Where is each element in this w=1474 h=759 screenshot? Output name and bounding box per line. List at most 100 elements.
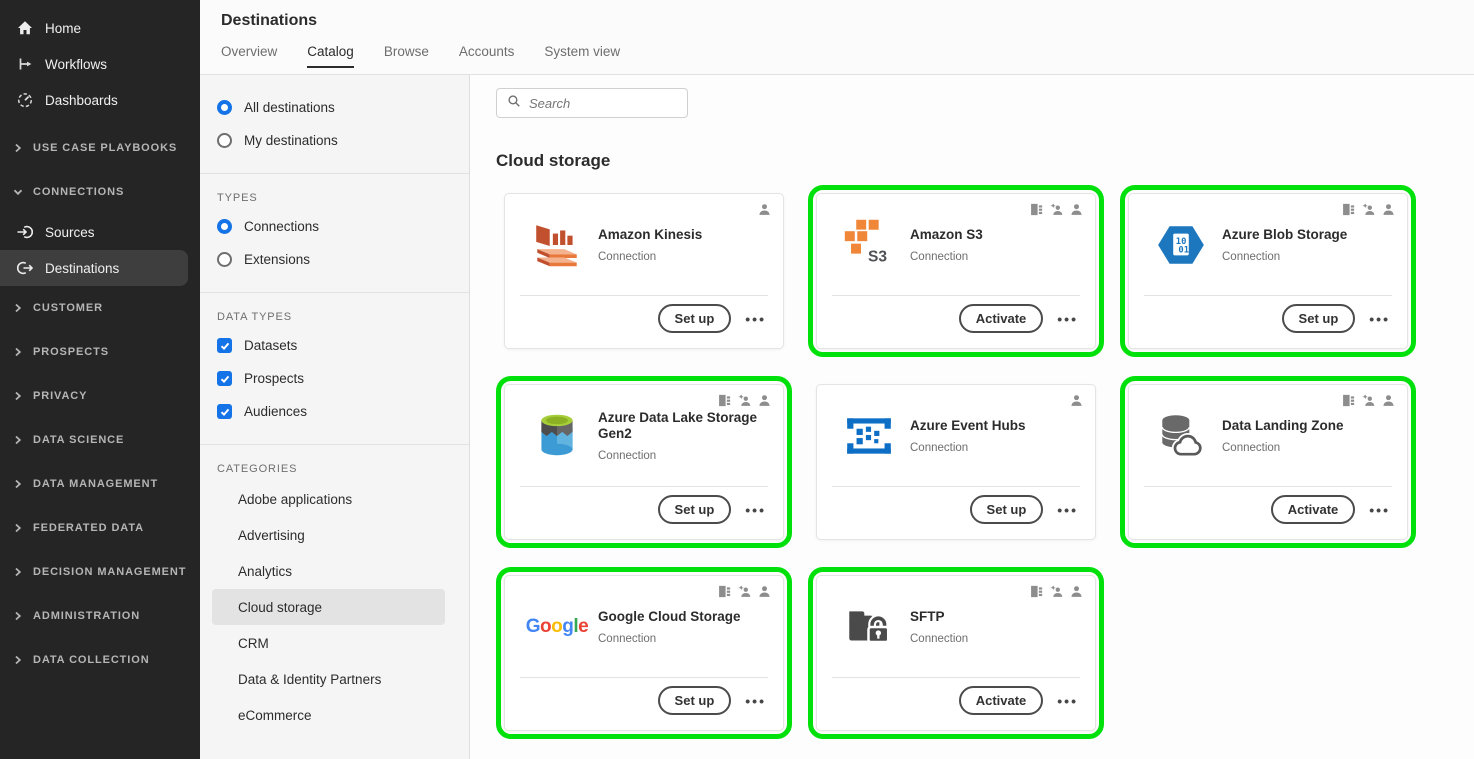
- category-data-identity-partners[interactable]: Data & Identity Partners: [238, 671, 382, 687]
- data-types-heading: DATA TYPES: [217, 311, 293, 323]
- more-options-button[interactable]: •••: [743, 307, 768, 331]
- category-analytics[interactable]: Analytics: [238, 563, 293, 579]
- svg-text:10: 10: [1176, 237, 1187, 247]
- audiences-icon: [1070, 394, 1083, 412]
- sidebar-section-label: DATA SCIENCE: [33, 434, 125, 446]
- sidebar-section-label: CONNECTIONS: [33, 186, 125, 198]
- radio-all-destinations[interactable]: All destinations: [200, 91, 459, 124]
- radio-icon[interactable]: [217, 100, 232, 115]
- more-options-button[interactable]: •••: [1055, 498, 1080, 522]
- set-up-button[interactable]: Set up: [657, 686, 732, 715]
- activate-button[interactable]: Activate: [1270, 495, 1356, 524]
- radio-label: My destinations: [244, 133, 338, 148]
- tab-browse[interactable]: Browse: [383, 44, 429, 59]
- workflows-icon: [16, 55, 34, 73]
- datasets-icon: [718, 394, 731, 412]
- checkbox-prospects[interactable]: Prospects: [200, 362, 459, 395]
- tab-overview[interactable]: Overview: [221, 44, 278, 59]
- sidebar-section-data-science[interactable]: DATA SCIENCE: [0, 418, 200, 462]
- more-options-button[interactable]: •••: [1367, 307, 1392, 331]
- radio-icon[interactable]: [217, 133, 232, 148]
- sidebar-section-label: PROSPECTS: [33, 346, 109, 358]
- audiences-icon: [758, 394, 771, 412]
- sidebar-section-label: CUSTOMER: [33, 302, 103, 314]
- sidebar-section-federated-data[interactable]: FEDERATED DATA: [0, 506, 200, 550]
- audiences-icon: [758, 585, 771, 603]
- checkbox-icon[interactable]: [217, 404, 232, 419]
- card-meta-icons: [1030, 203, 1083, 221]
- chevron-right-icon: [13, 435, 23, 445]
- sidebar-item-destinations[interactable]: Destinations: [0, 250, 188, 286]
- tab-accounts[interactable]: Accounts: [458, 44, 515, 59]
- sidebar-section-data-management[interactable]: DATA MANAGEMENT: [0, 462, 200, 506]
- tab-system-view[interactable]: System view: [544, 44, 621, 59]
- sidebar-item-dashboards[interactable]: Dashboards: [0, 82, 200, 118]
- card-footer: Set up •••: [657, 686, 768, 715]
- activate-button[interactable]: Activate: [958, 686, 1044, 715]
- sidebar-item-home[interactable]: Home: [0, 10, 200, 46]
- more-options-button[interactable]: •••: [743, 498, 768, 522]
- sources-icon: [16, 223, 34, 241]
- search-box[interactable]: [496, 88, 688, 118]
- card-meta-icons: [1070, 394, 1083, 412]
- checkbox-audiences[interactable]: Audiences: [200, 395, 459, 428]
- more-options-button[interactable]: •••: [743, 689, 768, 713]
- set-up-button[interactable]: Set up: [657, 495, 732, 524]
- chevron-down-icon: [13, 187, 23, 197]
- radio-label: All destinations: [244, 100, 335, 115]
- sidebar-section-connections[interactable]: CONNECTIONS: [0, 170, 200, 214]
- category-advertising[interactable]: Advertising: [238, 527, 305, 543]
- more-options-button[interactable]: •••: [1055, 307, 1080, 331]
- sidebar-section-customer[interactable]: CUSTOMER: [0, 286, 200, 330]
- more-options-button[interactable]: •••: [1055, 689, 1080, 713]
- checkbox-icon[interactable]: [217, 338, 232, 353]
- tab-catalog[interactable]: Catalog: [307, 44, 354, 68]
- sidebar-section-prospects[interactable]: PROSPECTS: [0, 330, 200, 374]
- set-up-button[interactable]: Set up: [969, 495, 1044, 524]
- sidebar-section-label: DATA MANAGEMENT: [33, 478, 159, 490]
- card-meta-icons: [1342, 203, 1395, 221]
- checkbox-datasets[interactable]: Datasets: [200, 329, 459, 362]
- category-adobe-applications[interactable]: Adobe applications: [238, 491, 353, 507]
- card-footer: Set up •••: [1281, 304, 1392, 333]
- card-title: Data Landing Zone: [1222, 417, 1344, 433]
- radio-icon[interactable]: [217, 219, 232, 234]
- sidebar-section-administration[interactable]: ADMINISTRATION: [0, 594, 200, 638]
- set-up-button[interactable]: Set up: [1281, 304, 1356, 333]
- sidebar-section-decision-management[interactable]: DECISION MANAGEMENT: [0, 550, 200, 594]
- radio-extensions[interactable]: Extensions: [200, 243, 459, 276]
- more-options-button[interactable]: •••: [1367, 498, 1392, 522]
- radio-icon[interactable]: [217, 252, 232, 267]
- radio-my-destinations[interactable]: My destinations: [200, 124, 459, 157]
- card-divider: [1144, 486, 1392, 487]
- checkbox-label: Audiences: [244, 404, 308, 419]
- audiences-icon: [1382, 203, 1395, 221]
- category-crm[interactable]: CRM: [238, 635, 269, 651]
- category-ecommerce[interactable]: eCommerce: [238, 707, 312, 723]
- card-divider: [520, 295, 768, 296]
- sidebar-section-use-case-playbooks[interactable]: USE CASE PLAYBOOKS: [0, 126, 200, 170]
- sidebar-section-privacy[interactable]: PRIVACY: [0, 374, 200, 418]
- sidebar-item-sources[interactable]: Sources: [0, 214, 200, 250]
- search-input[interactable]: [529, 95, 677, 111]
- sidebar-item-workflows[interactable]: Workflows: [0, 46, 200, 82]
- sidebar-section-data-collection[interactable]: DATA COLLECTION: [0, 638, 200, 682]
- set-up-button[interactable]: Set up: [657, 304, 732, 333]
- activate-button[interactable]: Activate: [958, 304, 1044, 333]
- sftp-logo: [842, 600, 896, 654]
- category-cloud-storage[interactable]: Cloud storage: [212, 589, 445, 625]
- checkbox-icon[interactable]: [217, 371, 232, 386]
- radio-connections[interactable]: Connections: [200, 210, 459, 243]
